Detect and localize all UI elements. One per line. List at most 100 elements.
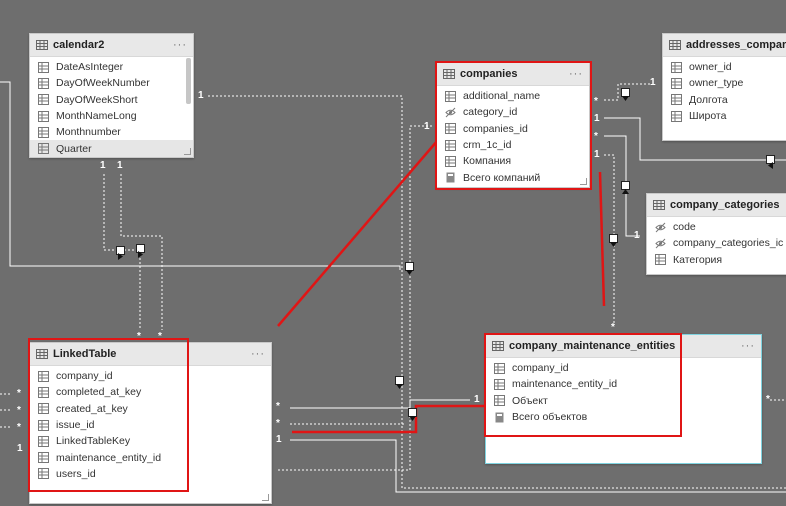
cardinality-one: 1 <box>634 230 640 241</box>
field-row[interactable]: Широта <box>663 108 786 124</box>
relationship-line[interactable] <box>290 439 786 493</box>
cardinality-many: * <box>17 388 21 399</box>
field-row[interactable]: issue_id <box>30 417 271 433</box>
cardinality-one: 1 <box>594 113 600 124</box>
resize-handle[interactable] <box>580 178 587 185</box>
relationship-line[interactable] <box>208 95 786 489</box>
relationship-line[interactable] <box>604 83 652 101</box>
annotation-line <box>598 171 606 307</box>
column-icon <box>38 452 56 464</box>
field-row[interactable]: DayOfWeekNumber <box>30 75 193 91</box>
table-header[interactable]: company_categories <box>647 194 786 217</box>
table-linkedtable[interactable]: LinkedTable ··· company_id completed_at_k… <box>29 342 272 504</box>
field-row[interactable]: crm_1c_id <box>437 137 589 153</box>
field-row[interactable]: DayOfWeekShort <box>30 92 193 108</box>
field-row[interactable]: users_id <box>30 466 271 482</box>
field-row[interactable]: owner_id <box>663 59 786 75</box>
more-options-icon[interactable]: ··· <box>569 68 583 80</box>
field-row[interactable]: category_id <box>437 104 589 120</box>
column-icon <box>38 77 56 89</box>
field-row[interactable]: company_id <box>486 360 761 376</box>
field-label: Категория <box>673 253 723 266</box>
table-header[interactable]: LinkedTable ··· <box>30 343 271 366</box>
field-row[interactable]: completed_at_key <box>30 384 271 400</box>
relationship-line[interactable] <box>120 174 163 330</box>
relationship-line[interactable] <box>604 117 786 161</box>
relationship-line[interactable] <box>276 125 432 471</box>
field-row[interactable]: code <box>647 219 786 235</box>
resize-handle[interactable] <box>262 494 269 501</box>
resize-handle[interactable] <box>184 148 191 155</box>
column-icon <box>445 90 463 102</box>
table-header[interactable]: addresses_compar <box>663 34 786 57</box>
field-row[interactable]: owner_type <box>663 75 786 91</box>
relationship-line[interactable] <box>290 399 470 409</box>
column-icon <box>38 386 56 398</box>
column-icon <box>38 94 56 106</box>
field-row[interactable]: companies_id <box>437 121 589 137</box>
field-row[interactable]: additional_name <box>437 88 589 104</box>
more-options-icon[interactable]: ··· <box>173 39 187 51</box>
column-icon <box>445 123 463 135</box>
field-label: company_id <box>56 370 113 383</box>
column-icon <box>38 126 56 138</box>
field-row[interactable]: Monthnumber <box>30 124 193 140</box>
table-company-maintenance-entities[interactable]: company_maintenance_entities ··· company… <box>485 334 762 464</box>
column-icon <box>38 419 56 431</box>
table-title: addresses_compar <box>686 39 786 51</box>
table-header[interactable]: calendar2 ··· <box>30 34 193 57</box>
cardinality-many: * <box>766 394 770 405</box>
field-label: crm_1c_id <box>463 139 512 152</box>
field-row[interactable]: Всего объектов <box>486 409 761 425</box>
scrollbar[interactable] <box>186 58 191 104</box>
relationship-line[interactable] <box>604 154 615 325</box>
column-icon <box>494 362 512 374</box>
field-row[interactable]: LinkedTableKey <box>30 433 271 449</box>
field-row[interactable]: Объект <box>486 393 761 409</box>
cardinality-many: * <box>611 322 615 333</box>
field-label: companies_id <box>463 122 528 135</box>
more-options-icon[interactable]: ··· <box>741 340 755 352</box>
field-row[interactable]: Категория <box>647 252 786 268</box>
column-icon <box>38 403 56 415</box>
table-header[interactable]: company_maintenance_entities ··· <box>486 335 761 358</box>
field-row[interactable]: created_at_key <box>30 401 271 417</box>
cardinality-many: * <box>17 405 21 416</box>
field-row[interactable]: MonthNameLong <box>30 108 193 124</box>
table-header[interactable]: companies ··· <box>437 63 589 86</box>
field-label: DateAsInteger <box>56 61 124 74</box>
field-row[interactable]: Quarter <box>30 140 193 157</box>
field-row[interactable]: maintenance_entity_id <box>486 376 761 392</box>
column-icon <box>38 143 56 155</box>
field-label: maintenance_entity_id <box>512 378 618 391</box>
filter-direction-down-icon <box>609 234 618 247</box>
field-row[interactable]: maintenance_entity_id <box>30 449 271 465</box>
filter-direction-down-icon <box>395 376 404 389</box>
field-row[interactable]: Долгота <box>663 92 786 108</box>
field-row[interactable]: Всего компаний <box>437 169 589 185</box>
more-options-icon[interactable]: ··· <box>251 348 265 360</box>
field-label: company_id <box>512 362 569 375</box>
table-icon <box>492 341 504 351</box>
cardinality-one: 1 <box>650 77 656 88</box>
field-label: DayOfWeekNumber <box>56 77 150 90</box>
field-label: Долгота <box>689 93 728 106</box>
column-icon <box>38 110 56 122</box>
field-row[interactable]: DateAsInteger <box>30 59 193 75</box>
field-row[interactable]: Компания <box>437 153 589 169</box>
cardinality-many: * <box>594 131 598 142</box>
relationship-line[interactable] <box>0 81 401 270</box>
field-label: completed_at_key <box>56 386 142 399</box>
cardinality-one: 1 <box>100 160 106 171</box>
field-row[interactable]: company_id <box>30 368 271 384</box>
cardinality-one: 1 <box>594 149 600 160</box>
field-row[interactable]: company_categories_ic <box>647 235 786 251</box>
field-label: owner_id <box>689 61 732 74</box>
